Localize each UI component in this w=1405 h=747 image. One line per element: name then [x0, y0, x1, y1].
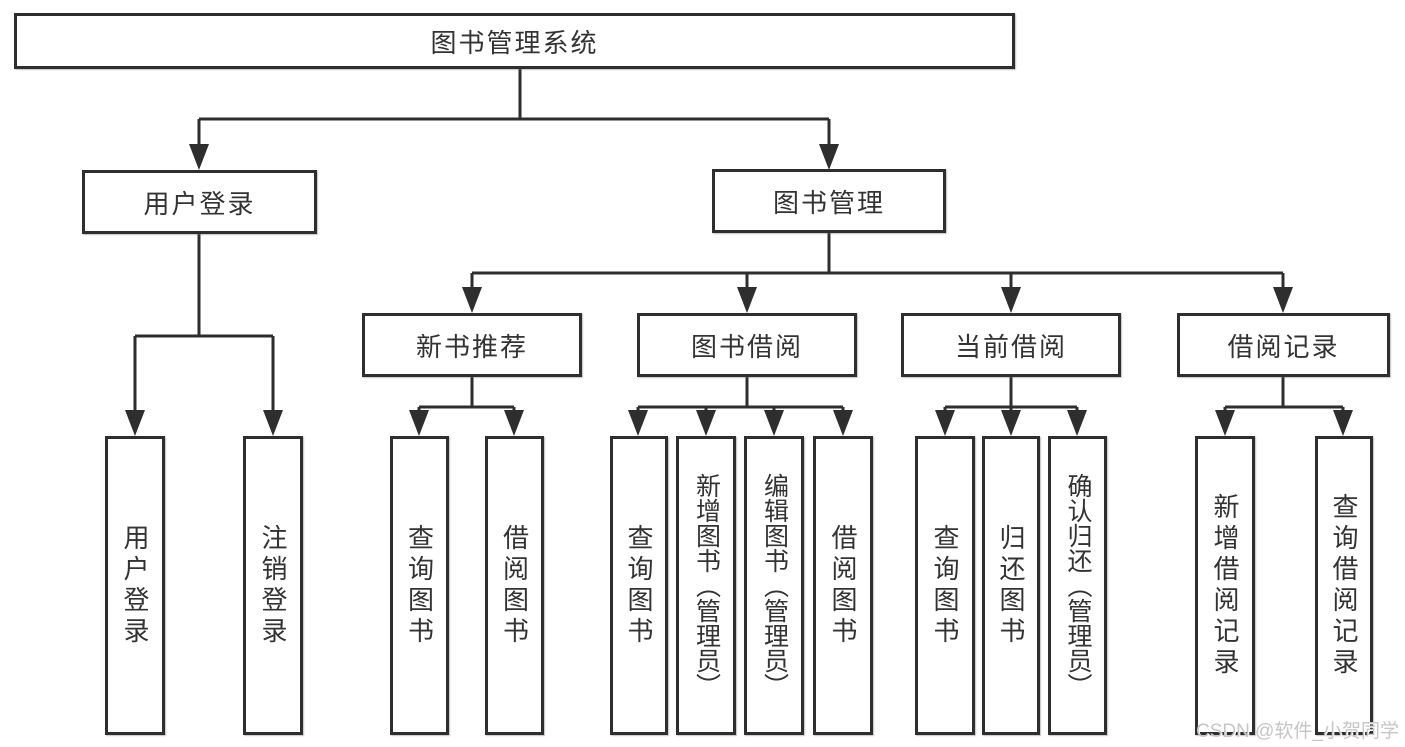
- leaf-confirm-return-admin-label: 确认归还（管理员）: [1064, 473, 1092, 698]
- leaf-logout: 注销登录: [243, 436, 303, 735]
- leaf-borrow-books: 借阅图书: [813, 436, 873, 735]
- leaf-borrow-books-recommend-label: 借阅图书: [499, 523, 530, 648]
- leaf-query-books-current-label: 查询图书: [930, 523, 960, 648]
- node-user-login: 用户登录: [82, 170, 317, 234]
- leaf-query-books-recommend-label: 查询图书: [404, 523, 435, 648]
- leaf-query-books-borrow: 查询图书: [610, 436, 668, 735]
- node-new-book-recommend: 新书推荐: [362, 313, 582, 377]
- leaf-borrow-books-label: 借阅图书: [828, 523, 858, 648]
- node-book-borrow-label: 图书借阅: [690, 331, 803, 362]
- leaf-borrow-books-recommend: 借阅图书: [485, 436, 544, 735]
- leaf-edit-book-admin-label: 编辑图书（管理员）: [760, 473, 789, 698]
- leaf-add-borrow-record: 新增借阅记录: [1195, 436, 1255, 735]
- leaf-query-books-borrow-label: 查询图书: [624, 523, 654, 648]
- leaf-add-borrow-record-label: 新增借阅记录: [1210, 492, 1240, 679]
- leaf-add-book-admin-label: 新增图书（管理员）: [692, 473, 721, 698]
- node-book-borrow: 图书借阅: [637, 313, 857, 377]
- connector-user-login-branch: [133, 234, 275, 414]
- connector-new-book-branch: [417, 377, 516, 414]
- leaf-confirm-return-admin: 确认归还（管理员）: [1048, 436, 1107, 735]
- node-new-book-recommend-label: 新书推荐: [415, 331, 528, 362]
- leaf-add-book-admin: 新增图书（管理员）: [676, 436, 736, 735]
- leaf-query-borrow-record: 查询借阅记录: [1315, 436, 1373, 735]
- leaf-query-borrow-record-label: 查询借阅记录: [1329, 492, 1359, 679]
- connector-book-management-branch: [470, 233, 1285, 291]
- node-root-label: 图书管理系统: [430, 27, 599, 58]
- node-root: 图书管理系统: [14, 13, 1015, 69]
- leaf-return-book: 归还图书: [982, 436, 1040, 735]
- arrowhead-icons: [125, 144, 1353, 436]
- connector-current-borrow-branch: [943, 377, 1079, 414]
- node-book-management: 图书管理: [712, 169, 946, 233]
- connector-root-branch: [197, 69, 831, 148]
- connector-borrow-records-branch: [1223, 377, 1345, 414]
- node-user-login-label: 用户登录: [143, 188, 256, 219]
- leaf-user-login-label: 用户登录: [120, 523, 150, 648]
- leaf-logout-label: 注销登录: [258, 523, 288, 648]
- leaf-edit-book-admin: 编辑图书（管理员）: [744, 436, 804, 735]
- node-current-borrow-label: 当前借阅: [954, 331, 1067, 362]
- connector-book-borrow-branch: [636, 377, 845, 414]
- node-book-management-label: 图书管理: [772, 187, 885, 218]
- node-current-borrow: 当前借阅: [901, 313, 1121, 377]
- leaf-query-books-current: 查询图书: [915, 436, 975, 735]
- watermark: CSDN @软件_小贺同学: [1196, 721, 1399, 742]
- leaf-return-book-label: 归还图书: [996, 523, 1026, 648]
- node-borrow-records-label: 借阅记录: [1227, 331, 1340, 362]
- leaf-query-books-recommend: 查询图书: [390, 436, 449, 735]
- node-borrow-records: 借阅记录: [1177, 313, 1390, 377]
- leaf-user-login: 用户登录: [105, 436, 165, 735]
